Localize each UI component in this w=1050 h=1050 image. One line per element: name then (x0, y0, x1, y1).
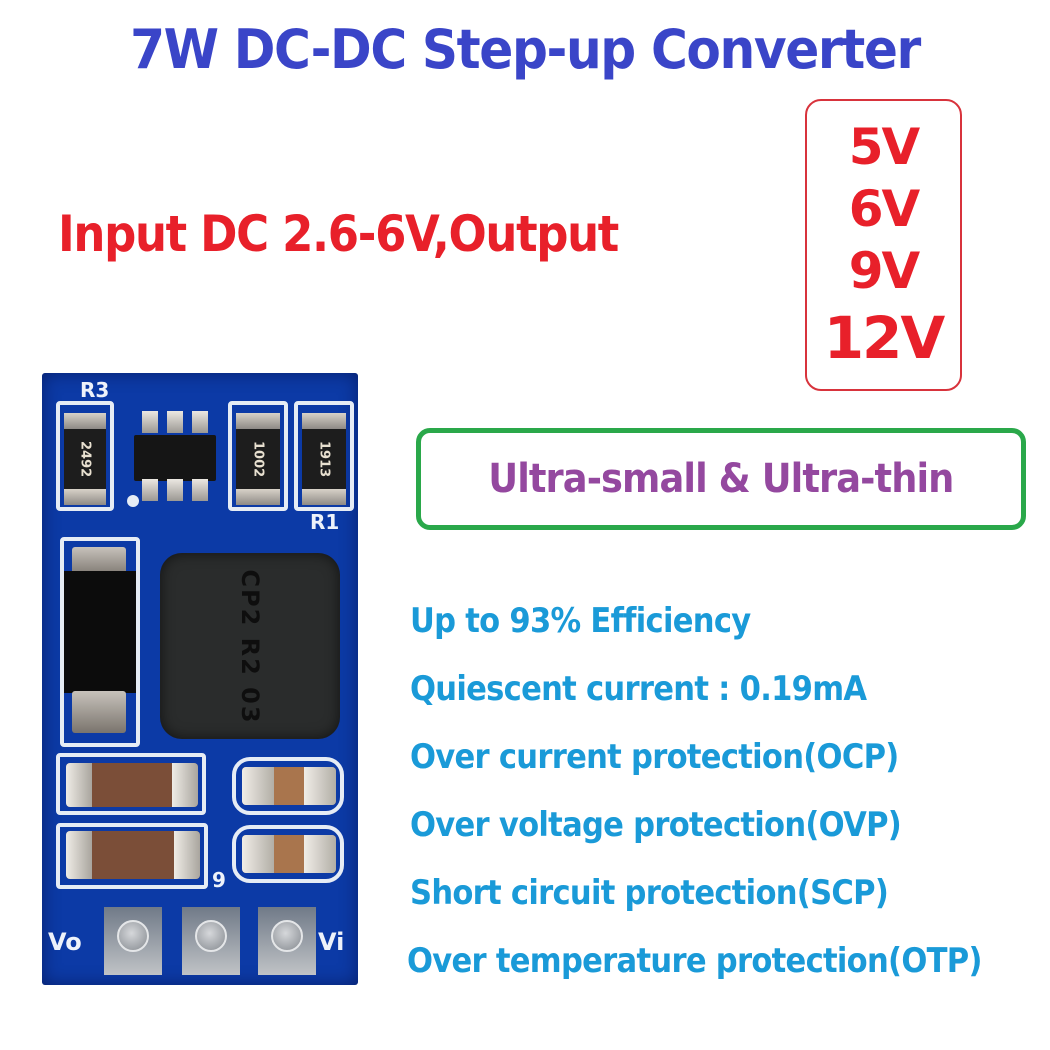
output-voltage-6v: 6V (848, 180, 920, 238)
cap1-outline (56, 753, 206, 815)
label-g: 9 (212, 868, 226, 892)
cap4-outline (232, 825, 344, 883)
label-r1: R1 (310, 510, 340, 534)
label-vo: Vo (48, 928, 82, 956)
pcb-board-image: R3 R1 2492 1002 1913 CP2 R2 03 9 (42, 373, 358, 985)
cap2-outline (56, 823, 208, 889)
output-voltage-12v: 12V (823, 304, 946, 372)
r1-outline (294, 401, 354, 511)
output-voltage-5v: 5V (848, 118, 920, 176)
resistor-1002: 1002 (236, 413, 280, 505)
capacitor-c4 (242, 835, 336, 873)
feature-otp: Over temperature protection(OTP) (407, 941, 982, 981)
capacitor-c1 (66, 763, 198, 807)
feature-ocp: Over current protection(OCP) (410, 737, 899, 777)
diode (64, 571, 136, 693)
pin-vo (104, 907, 162, 975)
resistor-code-1002: 1002 (250, 440, 266, 478)
label-vi: Vi (318, 928, 345, 956)
page-title: 7W DC-DC Step-up Converter (130, 18, 921, 81)
input-output-spec: Input DC 2.6-6V,Output (58, 205, 619, 263)
feature-efficiency: Up to 93% Efficiency (410, 601, 751, 641)
pin-gnd (182, 907, 240, 975)
resistor-code-1913: 1913 (316, 440, 332, 478)
resistor-code-2492: 2492 (77, 440, 93, 478)
resistor-r1: 1913 (302, 413, 346, 505)
feature-badge: Ultra-small & Ultra-thin (416, 428, 1026, 530)
cap3-outline (232, 757, 344, 815)
diode-outline (60, 537, 140, 747)
feature-quiescent-current: Quiescent current : 0.19mA (410, 669, 867, 709)
resistor-r3: 2492 (64, 413, 106, 505)
r2-outline (228, 401, 288, 511)
capacitor-c2 (66, 831, 200, 879)
label-r3: R3 (80, 378, 110, 402)
feature-ovp: Over voltage protection(OVP) (410, 805, 902, 845)
feature-badge-text: Ultra-small & Ultra-thin (488, 456, 954, 502)
feature-list: Up to 93% Efficiency Quiescent current :… (407, 593, 1046, 1001)
feature-scp: Short circuit protection(SCP) (410, 873, 889, 913)
capacitor-c3 (242, 767, 336, 805)
inductor: CP2 R2 03 (160, 553, 340, 739)
pin-vi (258, 907, 316, 975)
output-voltage-9v: 9V (848, 242, 920, 300)
inductor-marking: CP2 R2 03 (236, 569, 264, 725)
ic-chip (134, 435, 216, 481)
r3-outline (56, 401, 114, 511)
output-voltage-box: 5V 6V 9V 12V (805, 99, 962, 391)
